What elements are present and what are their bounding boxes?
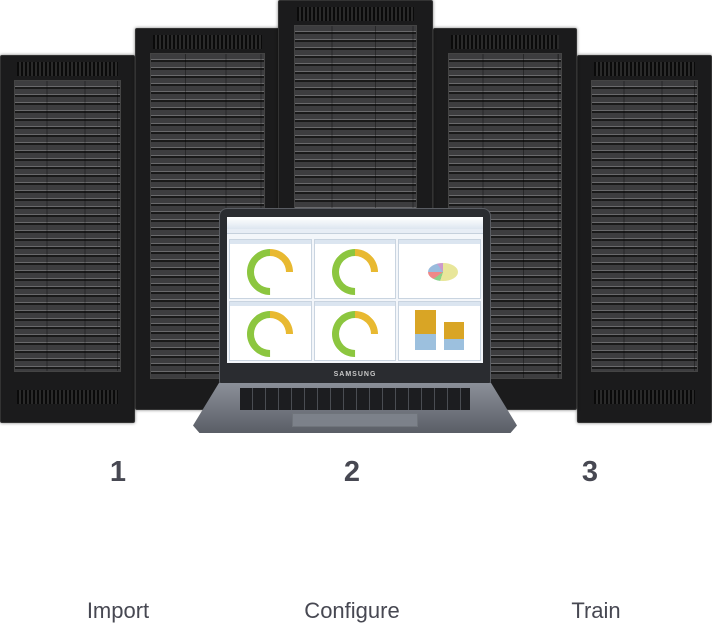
gauge-panel [229,239,312,305]
laptop: SAMSUNG [219,208,491,384]
laptop-touchpad [292,413,418,427]
step-number-1: 1 [109,456,127,488]
step-label-import: Import [86,598,150,623]
gauge-panel [313,301,397,363]
pie-chart-panel [398,239,481,299]
dashboard-screen [227,217,483,363]
server-rack-5 [577,55,712,423]
step-number-2: 2 [343,456,361,488]
step-label-configure: Configure [304,598,400,623]
gauge-panel [313,239,397,305]
step-label-train: Train [571,598,621,623]
laptop-brand-logo: SAMSUNG [333,371,377,378]
gauge-panel [229,301,312,363]
laptop-keyboard [240,388,470,410]
bar-chart-panel [398,301,481,361]
server-rack-1 [0,55,135,423]
step-number-3: 3 [581,456,599,488]
server-rack-3 [278,0,433,240]
